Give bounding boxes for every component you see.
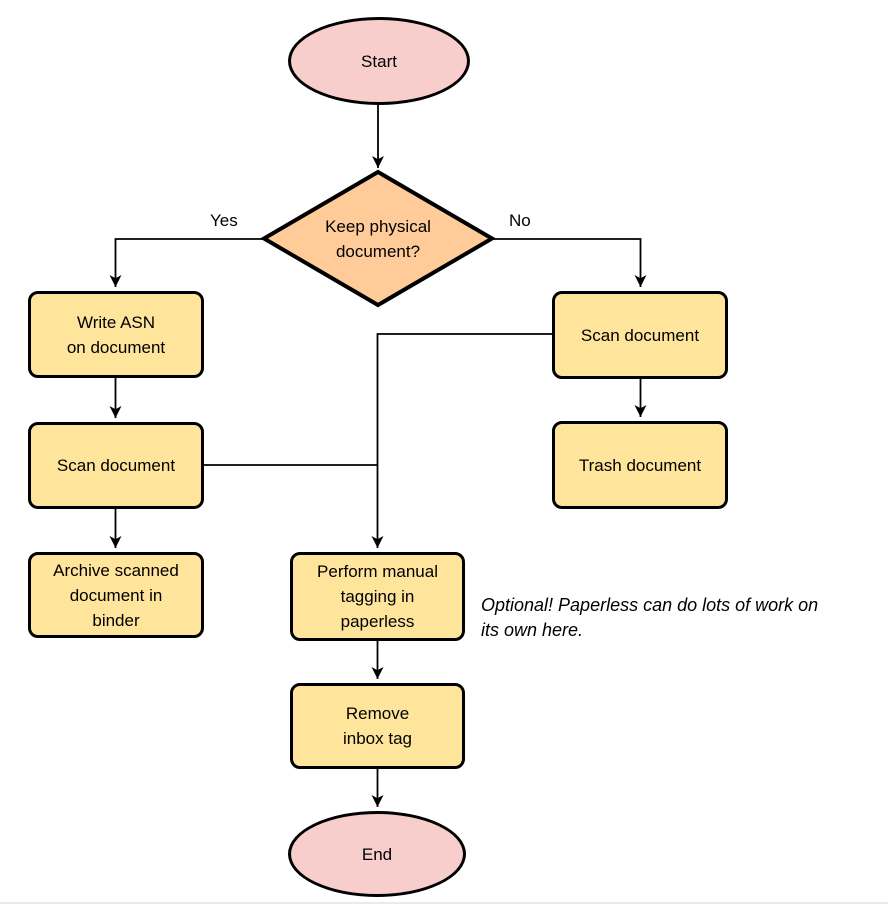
optional-note: Optional! Paperless can do lots of work … — [481, 593, 888, 643]
node-label-line: binder — [92, 610, 140, 630]
edge-decision-yes — [109, 238, 264, 287]
node-decision-keep-physical: Keep physical document? — [264, 172, 492, 305]
node-label: Scan document — [56, 456, 176, 475]
node-label-line: inbox tag — [343, 729, 412, 748]
edge-decision-no — [492, 238, 647, 287]
node-start: Start — [288, 17, 470, 105]
node-label-line: Write ASN — [76, 312, 156, 332]
edge-scanright-to-tagging — [371, 333, 552, 548]
note-line: its own here. — [481, 620, 584, 640]
note-line: Optional! Paperless can do lots of work … — [481, 595, 819, 615]
node-label-line: Remove — [345, 704, 410, 723]
node-label: Scan document — [580, 325, 700, 345]
node-remove-inbox-tag: Remove inbox tag — [290, 683, 465, 769]
node-label-line: on document — [66, 337, 166, 357]
node-scan-document-left: Scan document — [28, 422, 204, 509]
bottom-divider — [0, 902, 888, 904]
node-manual-tagging: Perform manual tagging in paperless — [290, 552, 465, 641]
node-end: End — [288, 811, 466, 897]
node-archive-in-binder: Archive scanned document in binder — [28, 552, 204, 638]
node-scan-document-right: Scan document — [552, 291, 728, 379]
edge-label-no: No — [509, 211, 531, 230]
node-trash-document: Trash document — [552, 421, 728, 509]
decision-diamond-shape — [260, 169, 496, 308]
node-label: Trash document — [578, 455, 702, 475]
edge-label-yes: Yes — [210, 211, 238, 230]
node-label: End — [361, 844, 393, 864]
node-label-line: Keep physical — [325, 216, 431, 236]
node-label-line: tagging in — [340, 587, 415, 606]
node-label-line: Archive scanned — [53, 560, 179, 580]
node-label-line: document in — [69, 585, 163, 605]
node-label-line: document? — [335, 241, 421, 261]
node-label-line: paperless — [340, 612, 415, 631]
node-label: Start — [361, 51, 397, 71]
node-write-asn: Write ASN on document — [28, 291, 204, 378]
node-label-line: Perform manual — [317, 562, 438, 581]
